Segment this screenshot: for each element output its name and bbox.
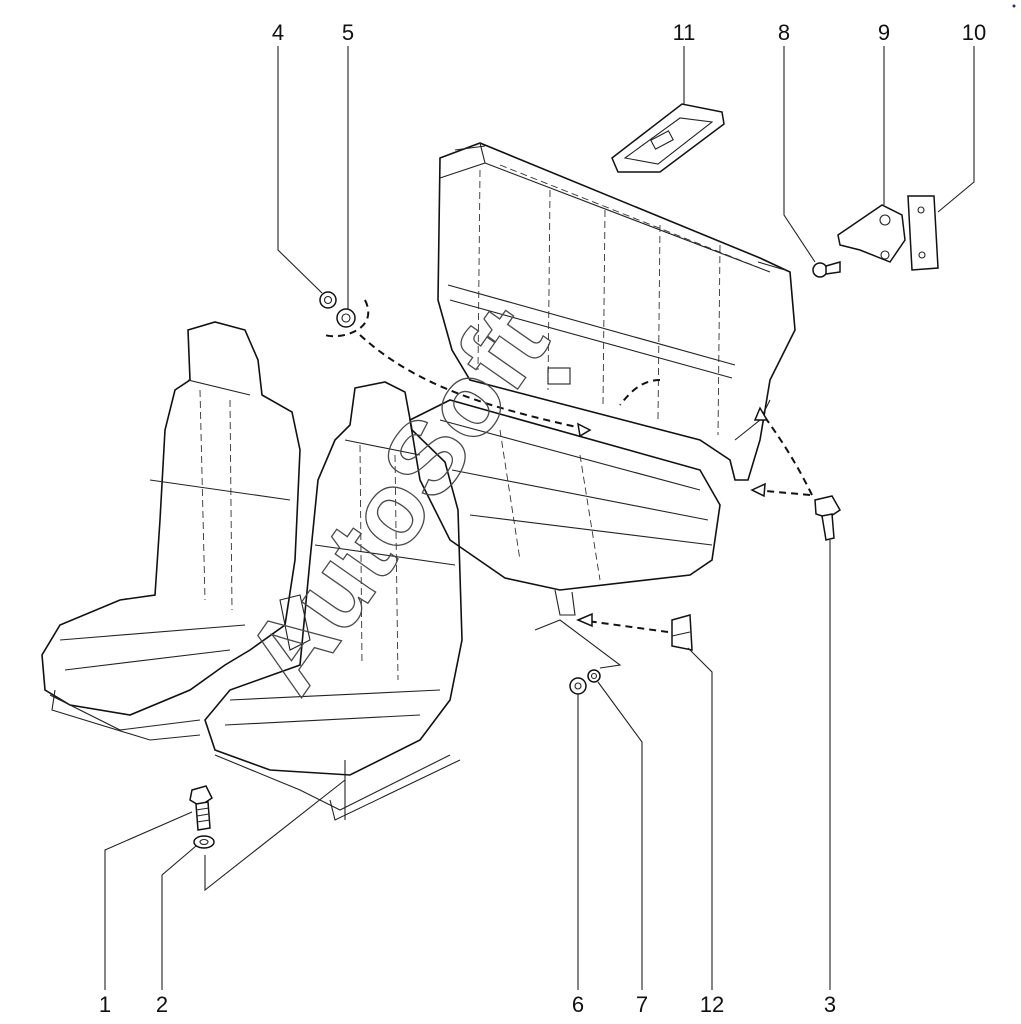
callout-12: 12: [700, 992, 724, 1017]
assembly-arrows: [204, 299, 813, 892]
part-6-nut: [569, 677, 587, 695]
callout-1: 1: [99, 992, 111, 1017]
callout-6: 6: [572, 992, 584, 1017]
callout-9: 9: [878, 20, 890, 45]
part-10-plate: [907, 195, 939, 271]
callout-labels: 4 5 11 8 9 10 1 2 6 7 12 3: [99, 20, 986, 1017]
part-2-washer: [193, 835, 215, 849]
right-front-seat: [204, 381, 463, 821]
callout-2: 2: [156, 992, 168, 1017]
leader-lines: [104, 46, 975, 990]
left-front-seat: [41, 321, 301, 741]
part-12-clip: [671, 614, 693, 651]
callout-3: 3: [824, 992, 836, 1017]
part-5-washer: [336, 308, 356, 328]
part-4-nut: [319, 291, 337, 309]
part-1-bolt: [189, 785, 213, 831]
callout-11: 11: [673, 20, 696, 45]
callout-10: 10: [962, 20, 986, 45]
callout-5: 5: [342, 20, 354, 45]
watermark-autosoft: AutoSoft: [224, 287, 571, 713]
corner-mark: [1012, 4, 1016, 8]
callout-8: 8: [778, 20, 790, 45]
part-7-washer: [587, 669, 601, 683]
callout-4: 4: [272, 20, 284, 45]
callout-7: 7: [636, 992, 648, 1017]
part-3-bolt: [814, 495, 841, 541]
part-8-screw: [812, 261, 841, 278]
rear-seat-cushion: [409, 399, 721, 669]
part-11-badge: [611, 103, 725, 173]
part-9-hinge-bracket: [837, 204, 906, 263]
rear-seat-backrest: [437, 142, 796, 481]
